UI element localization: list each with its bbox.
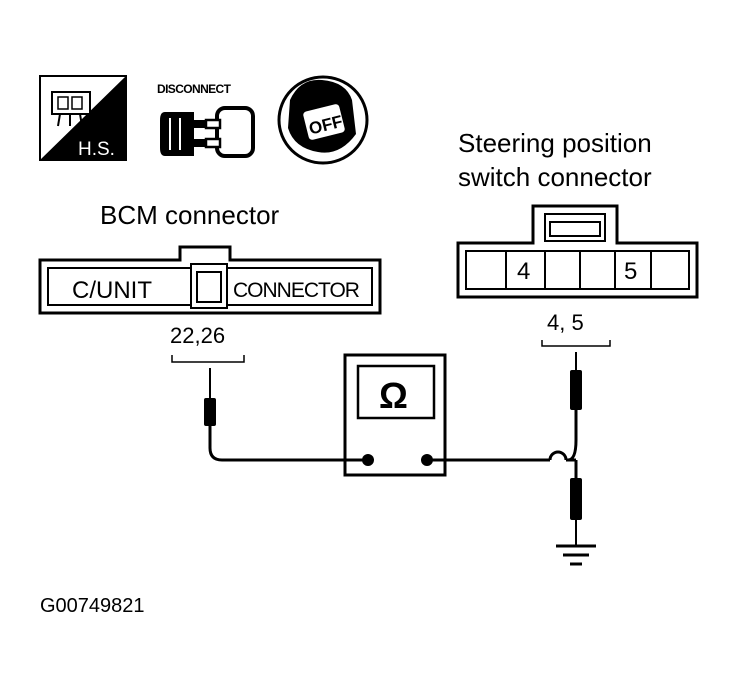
harness-connector-icon: H.S. [39,75,127,161]
steering-pin-4: 4 [517,258,530,285]
ground-icon [556,544,596,566]
steering-probe-lead [427,352,582,545]
bcm-probe-lead [204,368,368,462]
steering-connector-title-line2: switch connector [458,162,652,192]
bcm-terminal-label: 22,26 [170,323,225,348]
steering-connector-title-line1: Steering position [458,128,652,158]
bcm-terminal-bracket [171,355,245,363]
steering-position-switch-connector: 4 5 [456,204,699,299]
harness-icon-label: H.S. [78,139,115,160]
steering-terminal-bracket [541,340,611,347]
bcm-connector: C/UNIT CONNECTOR [38,245,382,315]
ignition-off-icon: OFF [277,75,369,165]
steering-terminal-label: 4, 5 [547,310,584,335]
bcm-connector-title: BCM connector [100,200,280,230]
steering-pin-5: 5 [624,258,637,285]
disconnect-label: DISCONNECT [157,82,232,96]
bcm-right-label: CONNECTOR [233,279,360,302]
wire-crossover-icon [548,450,568,461]
ohmmeter: Ω [343,353,447,477]
disconnect-icon: DISCONNECT [157,82,255,158]
bcm-left-label: C/UNIT [72,277,152,304]
figure-id: G00749821 [40,595,145,617]
connector-pictogram-icon [51,91,91,127]
ohm-symbol-icon: Ω [379,375,408,416]
